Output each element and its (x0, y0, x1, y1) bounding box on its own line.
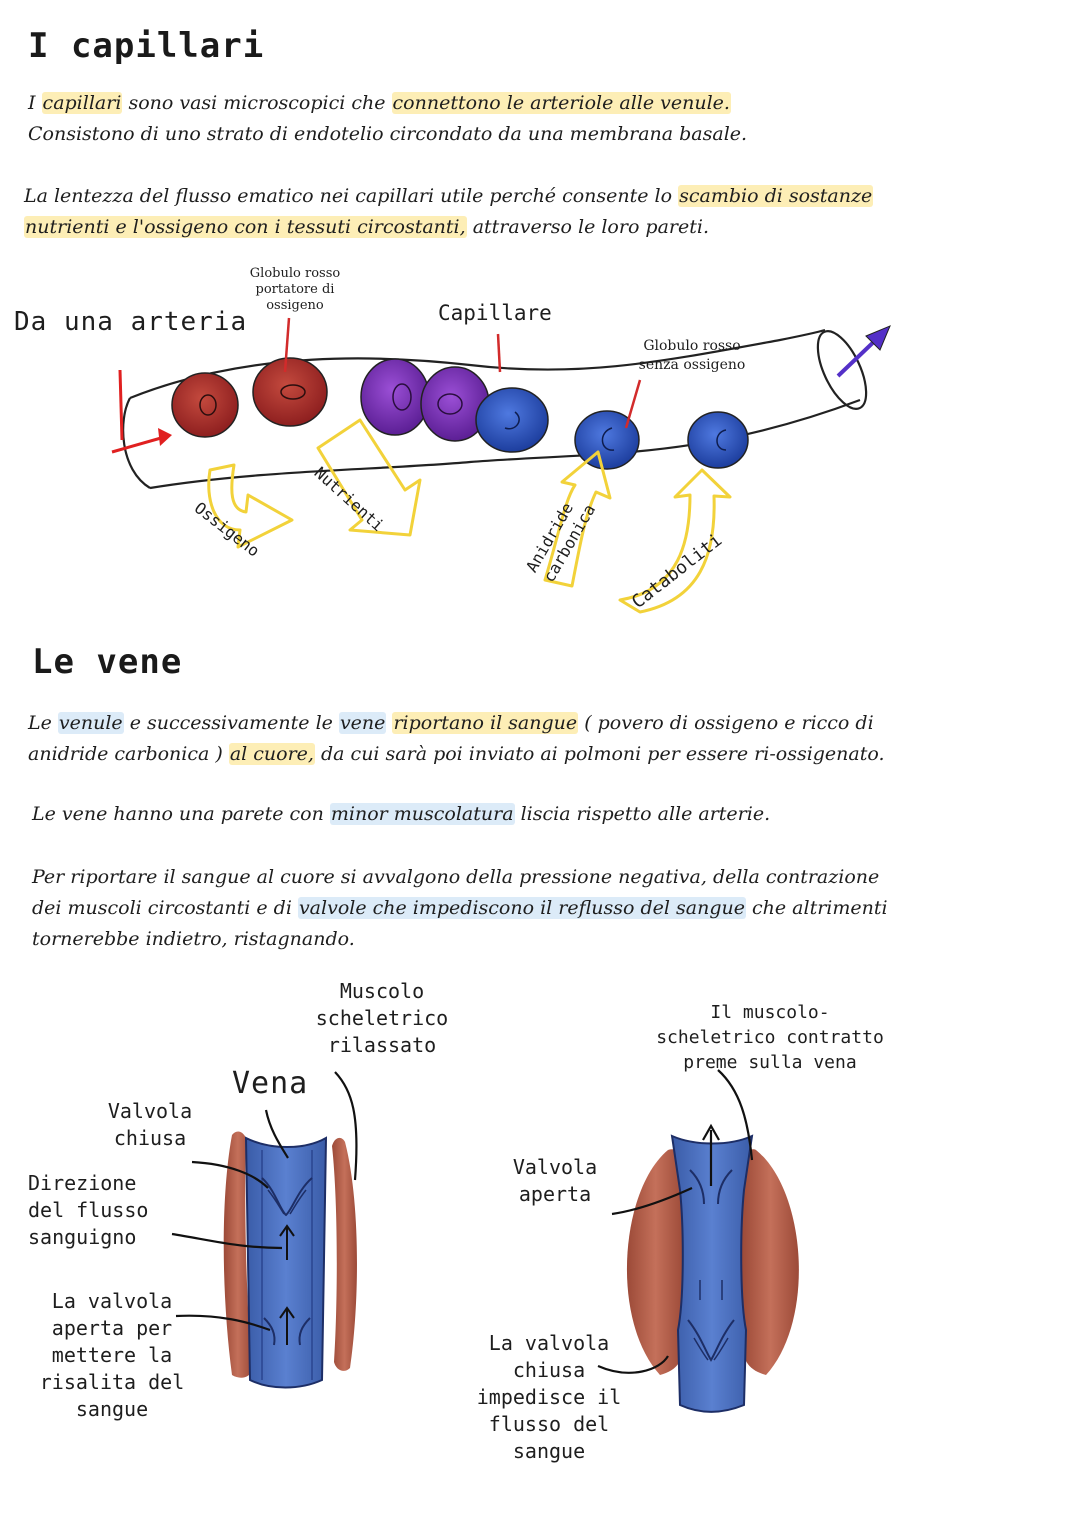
highlight-nutrienti: nutrienti e l'ossigeno con i tessuti cir… (24, 216, 467, 238)
pointer-capillary (496, 333, 502, 373)
text-run: che altrimenti (745, 897, 888, 919)
text-run: ( povero di ossigeno e ricco di (578, 712, 874, 734)
highlight-capillari: capillari (41, 92, 123, 114)
highlight-connettono: connettono le arteriole alle venule. (391, 92, 731, 114)
muscle-relaxed-right (332, 1137, 357, 1371)
label-valve-closed: Valvola chiusa (107, 1099, 193, 1150)
label-rbc-oxygenated: Globulo rosso portatore di ossigeno (249, 266, 341, 313)
vein-relaxed (244, 1136, 328, 1389)
vene-paragraph-1: Le venule e successivamente le vene ripo… (28, 708, 885, 770)
highlight-al-cuore: al cuore, (228, 743, 315, 765)
arrow-nutrients-icon (316, 418, 422, 537)
vene-paragraph-3: Per riportare il sangue al cuore si avva… (32, 862, 888, 955)
arrow-catabolites-icon (618, 468, 732, 614)
leader-valve-open-rise (175, 1314, 271, 1332)
leader-vein (264, 1109, 289, 1159)
highlight-venule: venule (57, 712, 124, 734)
leader-muscle-relaxed (334, 1071, 358, 1181)
section-title-vene: Le vene (32, 642, 183, 682)
text-run: sono vasi microscopici che (122, 92, 392, 114)
muscle-relaxed-left (223, 1131, 252, 1378)
label-valve-closed-block: La valvola chiusa impedisce il flusso de… (476, 1331, 622, 1463)
arrow-oxygen-icon (207, 463, 294, 549)
label-vein: Vena (232, 1066, 309, 1101)
capillari-paragraph-2: La lentezza del flusso ematico nei capil… (24, 181, 874, 243)
arrow-out-blue-icon (836, 325, 891, 378)
leader-valve-closed-block (597, 1355, 669, 1374)
text-run: Le vene hanno una parete con (32, 803, 330, 825)
text-run: e successivamente le (123, 712, 339, 734)
label-muscle-relaxed: Muscolo scheletrico rilassato (315, 979, 449, 1057)
rbc-deoxygenated-1 (475, 387, 549, 453)
vene-paragraph-3-line-3: tornerebbe indietro, ristagnando. (32, 928, 355, 950)
arrow-in-red-icon (111, 369, 172, 454)
label-valve-open: Valvola aperta (512, 1155, 598, 1206)
highlight-valvole: valvole che impediscono il reflusso del … (297, 897, 746, 919)
highlight-minor-muscolatura: minor muscolatura (329, 803, 515, 825)
text-run: dei muscoli circostanti e di (32, 897, 298, 919)
rbc-oxygenated-1 (171, 372, 239, 438)
label-muscle-contracted: Il muscolo- scheletrico contratto preme … (656, 1002, 884, 1073)
label-valve-open-rise: La valvola aperta per mettere la risalit… (39, 1289, 185, 1421)
rbc-deoxygenated-3 (687, 411, 749, 469)
vein-compressed (670, 1123, 754, 1413)
pointer-rbc-deoxy (624, 379, 642, 429)
vene-paragraph-2: Le vene hanno una parete con minor musco… (32, 799, 770, 830)
rbc-deoxygenated-2 (574, 410, 640, 470)
vene-paragraph-3-line-1: Per riportare il sangue al cuore si avva… (32, 866, 880, 888)
highlight-vene: vene (338, 712, 387, 734)
text-run: anidride carbonica ) (28, 743, 229, 765)
text-run: liscia rispetto alle arterie. (514, 803, 771, 825)
leader-flow-direction (171, 1232, 283, 1250)
leader-lines (171, 1069, 754, 1374)
label-rbc-deoxygenated: Globulo rosso senza ossigeno (638, 338, 746, 373)
leader-valve-closed (191, 1160, 269, 1189)
capillari-paragraph-1-line-2: Consistono di uno strato di endotelio ci… (28, 123, 748, 145)
muscle-contracted-right (742, 1149, 799, 1375)
rbc-oxygenated-2 (252, 357, 328, 427)
pointer-rbc-oxy (283, 317, 291, 373)
text-run: attraverso le loro pareti. (466, 216, 709, 238)
muscle-contracted-left (626, 1149, 684, 1375)
highlight-riportano: riportano il sangue (392, 712, 579, 734)
label-flow-direction: Direzione del flusso sanguigno (28, 1171, 149, 1249)
text-run: da cui sarà poi inviato ai polmoni per e… (314, 743, 885, 765)
section-title-capillari: I capillari (28, 26, 265, 66)
text-run: La lentezza del flusso ematico nei capil… (24, 185, 679, 207)
label-capillary: Capillare (438, 301, 552, 325)
text-run: Le (28, 712, 58, 734)
leader-valve-open (611, 1186, 693, 1216)
highlight-scambio: scambio di sostanze (678, 185, 874, 207)
capillari-paragraph-1: I capillari sono vasi microscopici che c… (28, 88, 747, 150)
leader-muscle-contracted (717, 1069, 754, 1161)
arrow-co2-icon (543, 450, 612, 588)
